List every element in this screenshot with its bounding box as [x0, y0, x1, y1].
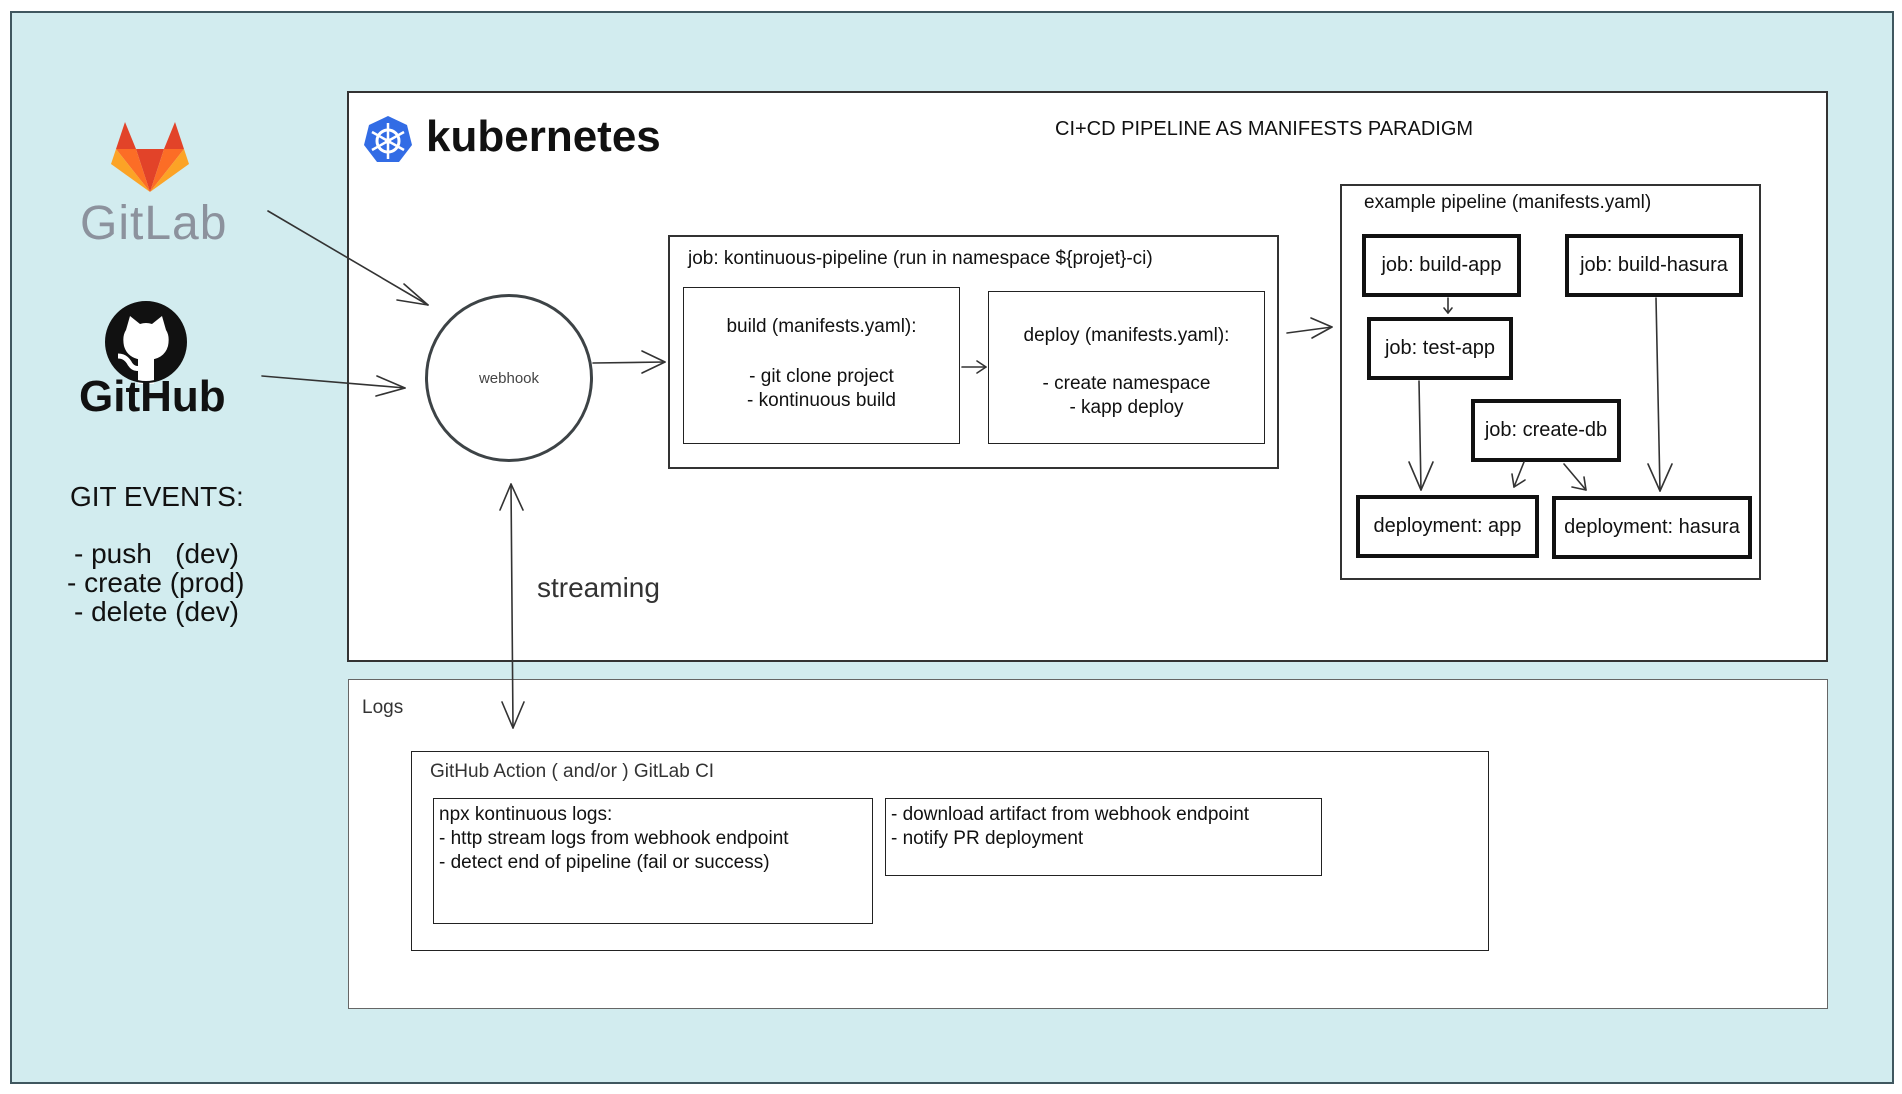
git-event-item: - create (prod) — [67, 567, 245, 598]
deployment-hasura: deployment: hasura — [1552, 496, 1752, 559]
github-icon — [104, 300, 188, 384]
job-create-db: job: create-db — [1471, 399, 1621, 462]
npx-logs-text: npx kontinuous logs: - http stream logs … — [439, 804, 789, 873]
npx-logs-box: npx kontinuous logs: - http stream logs … — [433, 798, 873, 924]
webhook-label: webhook — [478, 369, 540, 387]
git-events-title: GIT EVENTS: — [70, 481, 244, 512]
ci-box-title: GitHub Action ( and/or ) GitLab CI — [430, 761, 715, 782]
logs-title: Logs — [362, 697, 404, 718]
example-pipeline-title: example pipeline (manifests.yaml) — [1364, 192, 1652, 213]
build-step-lines: - git clone project - kontinuous build — [747, 366, 896, 411]
git-event-item: - delete (dev) — [74, 596, 239, 627]
kubernetes-icon — [363, 115, 413, 165]
job-build-app: job: build-app — [1362, 234, 1521, 297]
kubernetes-wordmark: kubernetes — [426, 112, 661, 161]
github-wordmark: GitHub — [79, 372, 226, 421]
streaming-label: streaming — [537, 572, 660, 603]
build-step: build (manifests.yaml): - git clone proj… — [683, 287, 960, 444]
webhook-node: webhook — [425, 294, 593, 462]
deploy-step: deploy (manifests.yaml): - create namesp… — [988, 291, 1265, 444]
deploy-step-title: deploy (manifests.yaml): — [1023, 325, 1230, 346]
deploy-step-lines: - create namespace - kapp deploy — [1042, 373, 1211, 418]
artifact-text: - download artifact from webhook endpoin… — [891, 804, 1250, 849]
panel-title: CI+CD PIPELINE AS MANIFESTS PARADIGM — [1055, 118, 1474, 140]
gitlab-wordmark: GitLab — [80, 197, 228, 250]
git-event-item: - push (dev) — [74, 538, 239, 569]
build-step-title: build (manifests.yaml): — [726, 316, 917, 337]
kontinuous-pipeline-title: job: kontinuous-pipeline (run in namespa… — [688, 248, 1153, 269]
gitlab-icon — [110, 120, 190, 192]
job-test-app: job: test-app — [1367, 317, 1513, 380]
job-build-hasura: job: build-hasura — [1565, 234, 1743, 297]
artifact-box: - download artifact from webhook endpoin… — [885, 798, 1322, 876]
deployment-app: deployment: app — [1356, 495, 1539, 558]
